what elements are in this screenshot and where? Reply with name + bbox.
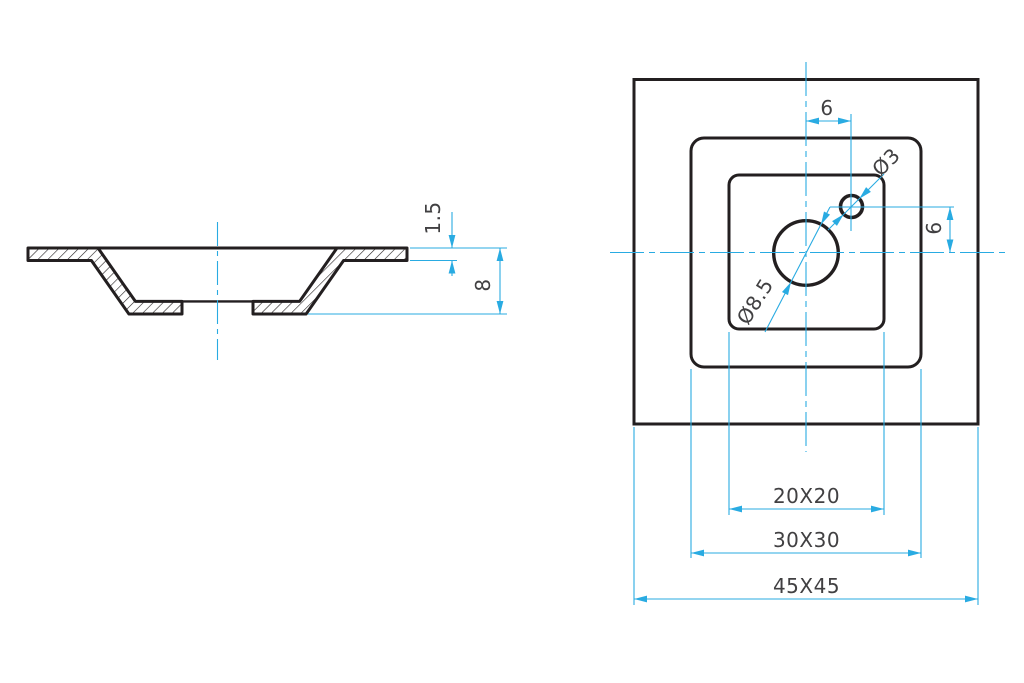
dimension-thickness: 1.5 [421,201,456,276]
plan-view: 6 6 Ø8.5 Ø3 [610,62,1005,605]
middle-square-label: 30X30 [773,528,840,552]
thickness-label: 1.5 [421,201,445,234]
inner-square-label: 20X20 [773,484,840,508]
outer-square-label: 45X45 [773,574,840,598]
section-left-flange-and-wall [26,246,184,316]
section-view: 1.5 8 [26,201,507,360]
dimension-middle-square: 30X30 [691,528,921,557]
hole-offset-horizontal-label: 6 [820,96,833,120]
dimension-large-hole: Ø8.5 [732,206,831,333]
depth-label: 8 [471,278,495,291]
dimension-outer-square: 45X45 [634,574,978,603]
dimension-depth: 8 [471,248,504,314]
dimension-small-hole: Ø3 [827,143,905,231]
dimension-hole-offset-vertical: 6 [922,207,954,253]
dimension-inner-square: 20X20 [729,484,884,513]
dimension-hole-offset-horizontal: 6 [806,96,851,125]
section-right-flange-and-wall [251,246,409,316]
hole-offset-vertical-label: 6 [922,221,946,234]
